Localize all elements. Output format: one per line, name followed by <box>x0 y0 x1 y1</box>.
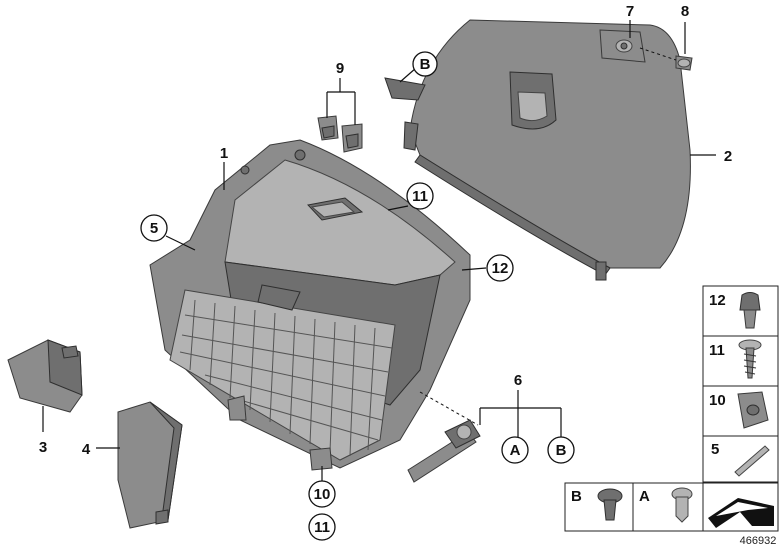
panel-part-4 <box>117 401 183 529</box>
svg-text:B: B <box>420 56 431 73</box>
legend-label-b: B <box>571 488 582 505</box>
clip-nut-icon <box>737 391 769 429</box>
grommet-icon <box>739 292 761 329</box>
cover-part-3 <box>7 339 83 413</box>
glovebox-body <box>149 139 471 471</box>
button-plug-icon <box>597 488 623 521</box>
svg-text:10: 10 <box>314 486 331 503</box>
pin-icon <box>734 445 770 477</box>
callout-3: 3 <box>39 439 47 456</box>
callout-4: 4 <box>82 441 91 458</box>
callout-8: 8 <box>681 3 689 20</box>
legend-label-12: 12 <box>709 292 726 309</box>
legend-bottom: B A <box>564 482 779 532</box>
svg-text:5: 5 <box>150 220 158 237</box>
callout-5: 5 <box>140 214 168 242</box>
svg-text:11: 11 <box>412 188 428 205</box>
callout-11-top: 11 <box>406 182 434 210</box>
callout-1: 1 <box>220 145 228 162</box>
callout-10: 10 <box>308 480 336 508</box>
svg-text:12: 12 <box>492 260 509 277</box>
callouts: 1 2 7 8 9 3 4 6 B 5 11 12 10 11 <box>39 3 732 541</box>
expanding-rivet-icon <box>671 487 693 523</box>
clips-part-9 <box>317 115 363 153</box>
leader-lines <box>42 20 716 482</box>
callout-2: 2 <box>724 148 732 165</box>
legend-label-5: 5 <box>711 441 719 458</box>
callout-7: 7 <box>626 3 634 20</box>
callout-12: 12 <box>486 254 514 282</box>
legend-label-a: A <box>639 488 650 505</box>
callout-a: A <box>501 436 529 464</box>
callout-6: 6 <box>514 372 522 389</box>
svg-text:A: A <box>510 442 521 459</box>
damper-part-6 <box>407 419 481 483</box>
glovebox-lid <box>384 19 691 281</box>
svg-text:11: 11 <box>314 519 330 536</box>
legend-fasteners: 12 11 10 5 <box>702 285 779 483</box>
screw-icon <box>738 339 762 379</box>
callout-11-bottom: 11 <box>308 513 336 541</box>
floor-grid <box>179 299 393 457</box>
arrow-shape-icon <box>708 498 774 528</box>
svg-text:B: B <box>556 442 567 459</box>
legend-label-11: 11 <box>709 342 725 359</box>
callout-b-bottom: B <box>547 436 575 464</box>
callout-9: 9 <box>336 60 344 77</box>
callout-b-top: B <box>412 51 438 77</box>
legend-label-10: 10 <box>709 392 726 409</box>
screw-part-8 <box>675 55 693 71</box>
lock-striker <box>599 29 646 63</box>
reference-number: 466932 <box>740 535 777 547</box>
